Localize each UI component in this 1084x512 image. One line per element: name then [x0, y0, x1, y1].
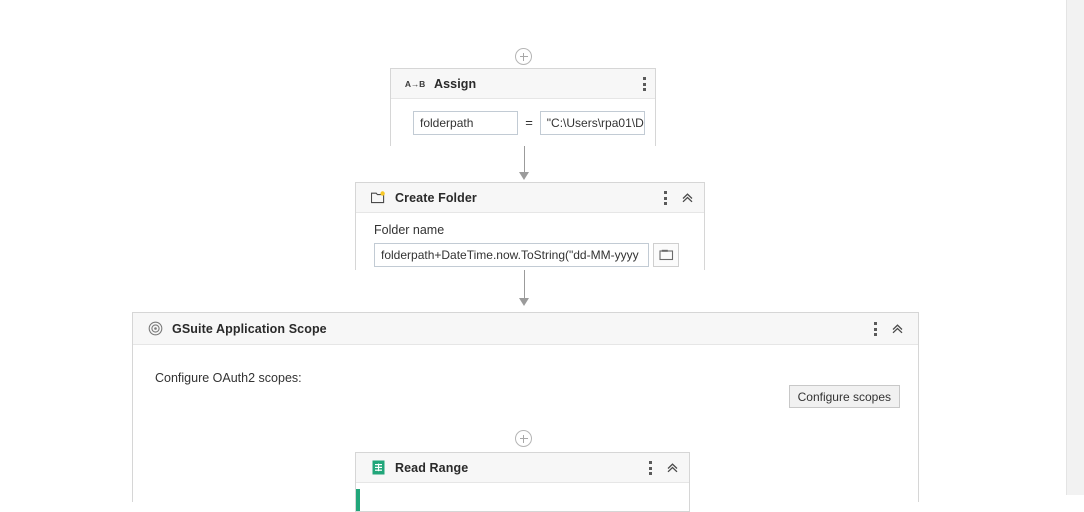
node-title: Read Range — [395, 460, 469, 475]
folder-name-label: Folder name — [374, 223, 445, 237]
node-body-create-folder: Folder name folderpath+DateTime.now.ToSt… — [356, 213, 704, 279]
connector-arrow-assign-to-createfolder — [519, 172, 529, 180]
node-title: Assign — [434, 76, 477, 91]
activity-node-read-range[interactable]: Read Range — [355, 452, 690, 512]
chevron-double-up-icon[interactable] — [890, 321, 906, 337]
assign-to-field[interactable]: folderpath — [413, 111, 519, 135]
assign-equals-sign: = — [525, 115, 533, 130]
connector-arrow-createfolder-to-gsuite — [519, 298, 529, 306]
kebab-menu-icon[interactable] — [664, 190, 668, 206]
kebab-menu-icon[interactable] — [649, 460, 653, 476]
node-header-actions — [649, 453, 681, 483]
folder-new-icon — [370, 190, 386, 206]
google-sheets-icon — [370, 460, 386, 476]
scope-header-actions — [874, 313, 906, 345]
folder-name-row: folderpath+DateTime.now.ToString("dd-MM-… — [374, 243, 692, 267]
folder-browse-icon — [658, 249, 673, 261]
assign-icon: A→B — [404, 78, 426, 89]
kebab-menu-icon[interactable] — [874, 321, 878, 337]
canvas-right-margin — [1066, 0, 1084, 495]
folder-name-input[interactable]: folderpath+DateTime.now.ToString("dd-MM-… — [374, 243, 649, 267]
connector-line-assign-to-createfolder — [524, 146, 525, 174]
connector-line-createfolder-to-gsuite — [524, 270, 525, 300]
add-activity-button-scope[interactable] — [515, 430, 532, 447]
node-header-create-folder[interactable]: Create Folder — [356, 183, 704, 213]
chevron-double-up-icon[interactable] — [680, 190, 696, 206]
configure-oauth2-scopes-label: Configure OAuth2 scopes: — [155, 371, 302, 385]
node-title: Create Folder — [395, 190, 477, 205]
node-body-read-range — [356, 483, 689, 489]
node-header-actions — [643, 69, 647, 99]
node-body-assign: folderpath = "C:\Users\rpa01\D — [391, 99, 655, 147]
kebab-menu-icon[interactable] — [643, 76, 647, 92]
chevron-double-up-icon[interactable] — [665, 460, 681, 476]
node-header-assign[interactable]: A→B Assign — [391, 69, 655, 99]
activity-node-assign[interactable]: A→B Assign folderpath = "C:\Users\rpa01\… — [390, 68, 656, 147]
scope-header-gsuite[interactable]: GSuite Application Scope — [133, 313, 918, 345]
node-header-actions — [664, 183, 696, 213]
scope-title: GSuite Application Scope — [172, 321, 327, 336]
node-header-read-range[interactable]: Read Range — [356, 453, 689, 483]
configure-scopes-button[interactable]: Configure scopes — [788, 385, 900, 408]
assign-expression-row: folderpath = "C:\Users\rpa01\D — [413, 111, 645, 135]
folder-browse-button[interactable] — [653, 243, 679, 267]
assign-value-field[interactable]: "C:\Users\rpa01\D — [539, 111, 645, 135]
add-activity-button-top[interactable] — [515, 48, 532, 65]
gsuite-scope-icon — [147, 321, 163, 337]
activity-node-create-folder[interactable]: Create Folder Folder name folderpath+Dat… — [355, 182, 705, 279]
